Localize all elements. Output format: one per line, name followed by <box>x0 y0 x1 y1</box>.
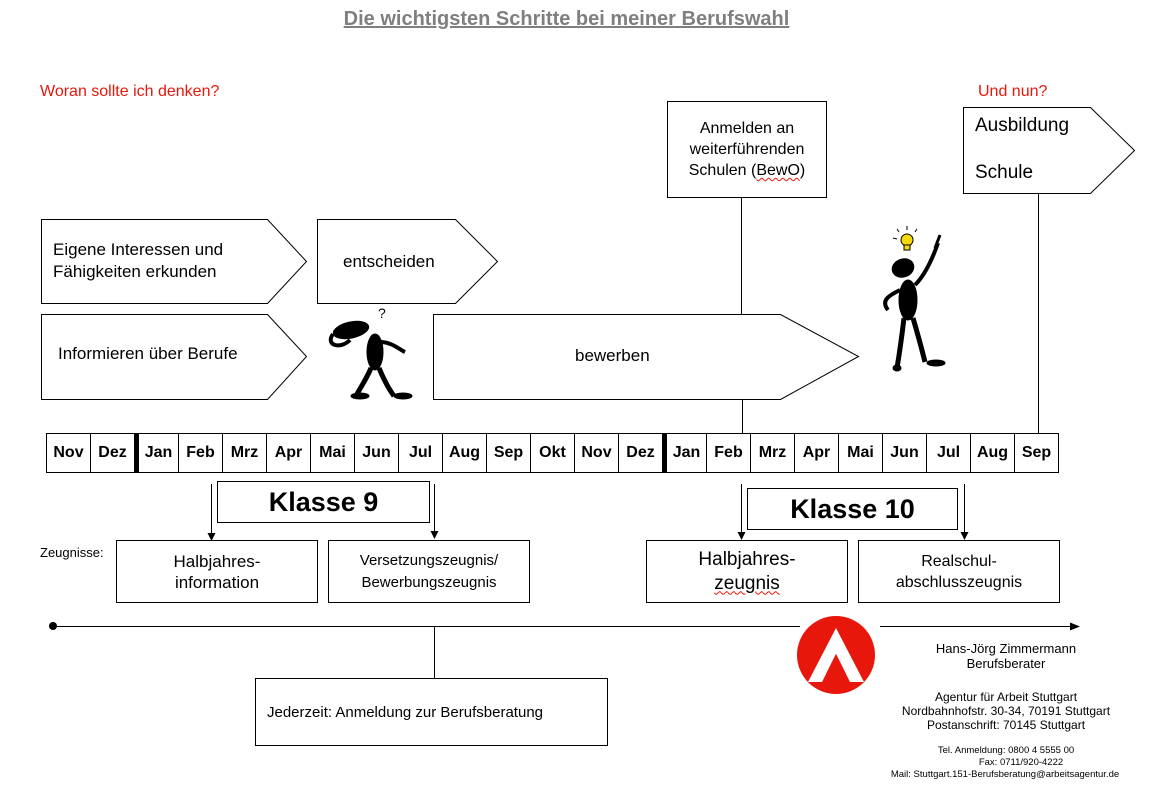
schule-label: Schule <box>975 162 1034 183</box>
month-cell: Aug <box>442 433 487 473</box>
month-cell: Sep <box>1014 433 1059 473</box>
klasse-10-label: Klasse 10 <box>747 488 958 530</box>
realschul-line1: Realschul- <box>921 552 997 570</box>
bewo-text: BewO <box>756 162 800 179</box>
month-cell: Jun <box>354 433 399 473</box>
anmeldung-box: Jederzeit: Anmeldung zur Berufsberatung <box>255 678 608 746</box>
agency-name: Agentur für Arbeit Stuttgart <box>934 690 1078 704</box>
halbjahres-info-line1: Halbjahres- <box>173 551 261 571</box>
interessen-line2: Fähigkeiten erkunden <box>53 262 217 281</box>
month-cell: Nov <box>574 433 619 473</box>
klasse-9-label: Klasse 9 <box>217 481 430 523</box>
contact-person: Hans-Jörg Zimmermann Berufsberater <box>900 641 1112 671</box>
month-cell: Okt <box>530 433 575 473</box>
contact-mail[interactable]: Mail: Stuttgart.151-Berufsberatung@arbei… <box>890 769 1120 780</box>
entscheiden-arrow-shape <box>317 219 499 304</box>
halbjahres-zeugnis-box: Halbjahres- zeugnis <box>646 540 848 603</box>
page-title: Die wichtigsten Schritte bei meiner Beru… <box>343 8 790 30</box>
agency-address: Nordbahnhofstr. 30-34, 70191 Stuttgart <box>901 704 1111 718</box>
realschul-line2: abschlusszeugnis <box>895 573 1023 591</box>
month-cell: Dez <box>90 433 135 473</box>
contact-agency: Agentur für Arbeit Stuttgart Nordbahnhof… <box>895 690 1117 732</box>
zeugnisse-label: Zeugnisse: <box>40 545 104 560</box>
bewerben-arrow-shape <box>433 314 860 400</box>
contact-tel: Tel. Anmeldung: 0800 4 5555 00 <box>937 745 1075 756</box>
realschul-box: Realschul- abschlusszeugnis <box>858 540 1060 603</box>
left-question: Woran sollte ich denken? <box>40 83 220 100</box>
agentur-logo-icon <box>797 616 875 694</box>
month-cell: Feb <box>178 433 223 473</box>
month-cell: Jul <box>926 433 971 473</box>
versetzung-line2: Bewerbungszeugnis <box>361 573 497 591</box>
idea-figure-icon <box>883 226 946 372</box>
month-cell: Apr <box>266 433 311 473</box>
versetzung-line1: Versetzungszeugnis/ <box>359 551 499 569</box>
agency-postal: Postanschrift: 70145 Stuttgart <box>926 718 1086 732</box>
informieren-arrow-shape <box>41 314 308 400</box>
month-cell: Apr <box>794 433 839 473</box>
versetzungszeugnis-box: Versetzungszeugnis/ Bewerbungszeugnis <box>328 540 530 603</box>
month-cell: Mrz <box>222 433 267 473</box>
anmeldung-text: Jederzeit: Anmeldung zur Berufsberatung <box>267 703 543 721</box>
halbjahres-info-line2: information <box>174 572 260 592</box>
month-cell: Mrz <box>750 433 795 473</box>
informieren-step: Informieren über Berufe <box>58 344 238 363</box>
anmelden-line3: Schulen (BewO) <box>688 162 806 179</box>
contact-role: Berufsberater <box>966 656 1046 671</box>
ausbildung-label: Ausbildung <box>975 115 1070 136</box>
month-cell: Aug <box>970 433 1015 473</box>
right-question: Und nun? <box>978 83 1048 100</box>
month-cell: Feb <box>706 433 751 473</box>
contact-fax: Fax: 0711/920-4222 <box>978 757 1064 768</box>
month-cell: Sep <box>486 433 531 473</box>
halbjahres-zeugnis-line1: Halbjahres- <box>698 548 796 570</box>
interessen-line1: Eigene Interessen und <box>53 240 224 259</box>
interessen-arrow-shape <box>41 219 308 304</box>
month-cell: Mai <box>838 433 883 473</box>
bewerben-step: bewerben <box>575 346 650 365</box>
anmelden-line1: Anmelden an <box>699 120 795 137</box>
month-cell: Jun <box>882 433 927 473</box>
month-cell: Nov <box>46 433 91 473</box>
anmelden-line2: weiterführenden <box>689 141 805 158</box>
month-cell: Jan <box>662 433 707 473</box>
confused-figure-icon: ? <box>328 305 413 400</box>
interessen-step: Eigene Interessen und Fähigkeiten erkund… <box>53 239 223 283</box>
entscheiden-step: entscheiden <box>343 252 435 271</box>
ausbildung-arrow-shape <box>963 107 1136 194</box>
svg-text:?: ? <box>378 305 386 321</box>
month-cell: Mai <box>310 433 355 473</box>
anmelden-box: Anmelden an weiterführenden Schulen (Bew… <box>667 101 827 198</box>
halbjahres-zeugnis-line2: zeugnis <box>714 572 780 594</box>
lightbulb-icon <box>892 226 918 251</box>
halbjahres-information-box: Halbjahres- information <box>116 540 318 603</box>
month-cell: Jan <box>134 433 179 473</box>
month-cell: Jul <box>398 433 443 473</box>
month-cell: Dez <box>618 433 663 473</box>
contact-name: Hans-Jörg Zimmermann <box>935 641 1077 656</box>
